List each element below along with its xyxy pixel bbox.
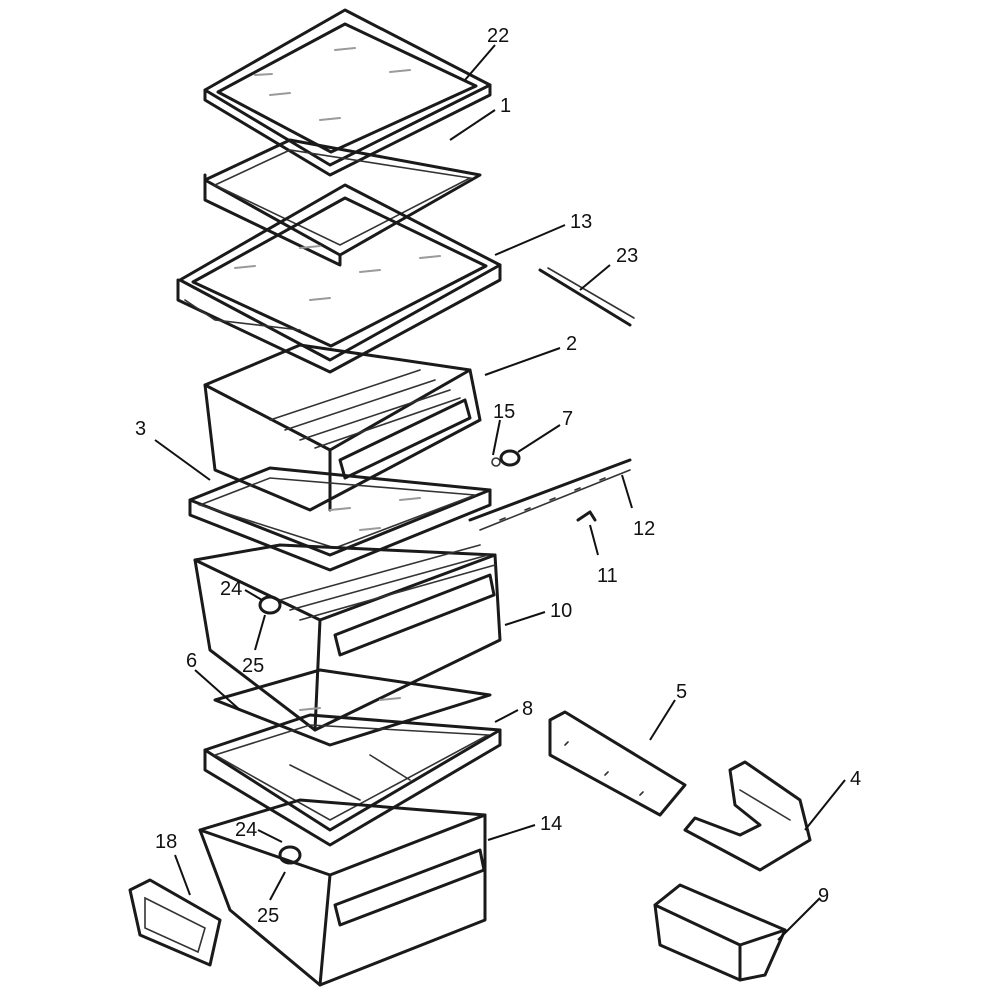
callout-24-lower: 24 bbox=[235, 819, 257, 841]
callout-23: 23 bbox=[616, 245, 638, 267]
part-9-bin bbox=[653, 883, 787, 982]
part-1-shelf-frame bbox=[203, 138, 482, 267]
part-7-clip bbox=[499, 449, 521, 467]
part-3-drawer-cover bbox=[188, 466, 492, 572]
callout-22: 22 bbox=[487, 25, 509, 47]
part-2-crisper-drawer bbox=[203, 343, 482, 512]
part-12-rail bbox=[468, 458, 632, 531]
callout-4: 4 bbox=[850, 768, 861, 790]
part-4-bracket bbox=[683, 760, 812, 872]
callout-13: 13 bbox=[570, 211, 592, 233]
callout-11: 11 bbox=[597, 565, 618, 587]
callout-6: 6 bbox=[186, 650, 197, 672]
callout-3: 3 bbox=[135, 418, 146, 440]
callout-8: 8 bbox=[522, 698, 533, 720]
callout-labels: 22 1 13 23 2 15 7 3 12 11 24 10 25 6 8 5… bbox=[135, 25, 861, 927]
callout-7: 7 bbox=[562, 408, 573, 430]
callout-10: 10 bbox=[550, 600, 572, 622]
callout-12: 12 bbox=[633, 518, 655, 540]
callout-15: 15 bbox=[493, 401, 515, 423]
callout-25-lower: 25 bbox=[257, 905, 279, 927]
callout-2: 2 bbox=[566, 333, 577, 355]
part-13-glass-shelf bbox=[176, 183, 502, 374]
callout-5: 5 bbox=[676, 681, 687, 703]
callout-9: 9 bbox=[818, 885, 829, 907]
part-5-bin bbox=[548, 710, 687, 817]
leader-lines bbox=[154, 44, 846, 941]
part-8-frame bbox=[203, 713, 502, 847]
part-14-drawer bbox=[198, 798, 487, 987]
callout-14: 14 bbox=[540, 813, 562, 835]
part-23-rail bbox=[538, 267, 635, 327]
callout-1: 1 bbox=[500, 95, 511, 117]
callout-24-upper: 24 bbox=[220, 578, 242, 600]
part-18-panel bbox=[128, 878, 222, 967]
callout-18: 18 bbox=[155, 831, 177, 853]
callout-25-upper: 25 bbox=[242, 655, 264, 677]
part-11-clip bbox=[576, 510, 597, 522]
part-10-drawer bbox=[193, 543, 502, 732]
part-15-clip bbox=[491, 457, 501, 467]
